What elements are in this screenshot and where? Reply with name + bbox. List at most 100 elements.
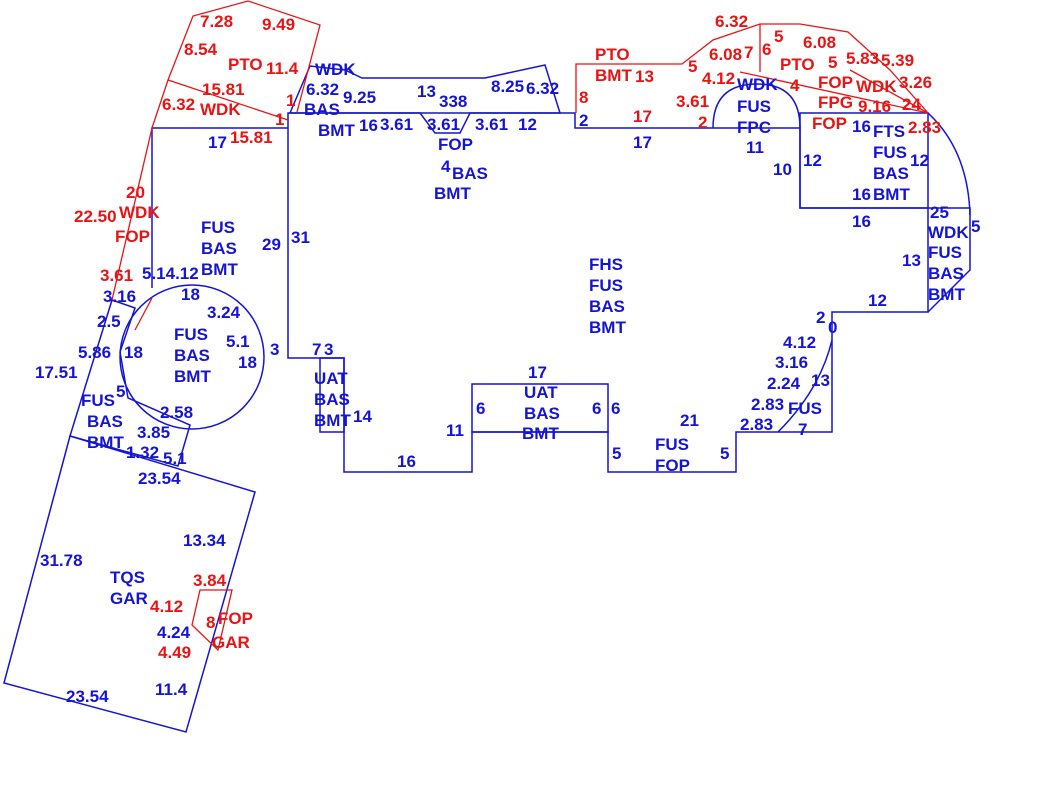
dimension-label-red: 20 <box>126 183 145 202</box>
dimension-label-red: 5 <box>688 57 697 76</box>
dimension-label-blue: 3.61 <box>427 115 460 134</box>
uat-room <box>471 383 609 433</box>
dimension-label-blue: 4.12 <box>783 333 816 352</box>
room-code-label-blue: BAS <box>928 264 964 283</box>
room-code-label-red: PTO <box>228 55 263 74</box>
dimension-label-blue: 11 <box>446 421 464 440</box>
round-room <box>119 284 265 430</box>
room-code-label-blue: FUS <box>201 218 235 237</box>
room-code-label-red: WDK <box>200 100 241 119</box>
dimension-label-red: 2 <box>698 113 707 132</box>
dimension-label-red: 11.4 <box>266 59 299 78</box>
dimension-label-blue: 338 <box>439 92 467 111</box>
dimension-label-blue: 16 <box>852 212 871 231</box>
room-code-label-blue: BMT <box>589 318 626 337</box>
room-code-label-blue: BMT <box>873 185 910 204</box>
fts-room <box>799 112 929 209</box>
room-code-label-blue: FHS <box>589 255 623 274</box>
room-code-label-red: FOP <box>115 227 150 246</box>
dimension-label-red: 9.49 <box>262 15 295 34</box>
dimension-label-red: 3.26 <box>899 73 932 92</box>
dimension-label-blue: 18 <box>238 353 257 372</box>
room-code-label-blue: WDK <box>315 60 356 79</box>
dimension-label-red: 6.32 <box>715 12 748 31</box>
dimension-label-blue: 5 <box>612 444 621 463</box>
dimension-label-red: 22.50 <box>74 207 117 226</box>
room-code-label-blue: FUS <box>174 325 208 344</box>
dimension-label-red: 1 <box>275 110 284 129</box>
main-building-outline <box>287 112 929 473</box>
room-code-label-blue: BAS <box>589 297 625 316</box>
room-code-label-blue: BMT <box>434 184 471 203</box>
dimension-label-blue: 2.24 <box>767 374 801 393</box>
building-outlines <box>3 64 971 733</box>
dimension-label-blue: 13 <box>417 82 436 101</box>
room-code-label-blue: FOP <box>655 456 690 475</box>
dimension-label-blue: 3.85 <box>137 423 170 442</box>
wdk-divider <box>167 79 289 121</box>
dimension-label-blue: 12 <box>910 151 929 170</box>
dimension-label-red: 6.08 <box>709 45 742 64</box>
room-code-label-red: FOP <box>218 609 253 628</box>
dimension-label-blue: 13.34 <box>183 531 226 550</box>
dimension-label-blue: 5.86 <box>78 343 111 362</box>
room-code-label-blue: BAS <box>314 390 350 409</box>
room-code-label-blue: BAS <box>304 100 340 119</box>
dimension-label-blue: 6.32 <box>526 79 559 98</box>
dimension-label-red: 8 <box>579 88 588 107</box>
room-code-label-blue: FUS <box>788 399 822 418</box>
fop-left-line-2 <box>134 297 153 331</box>
dimension-label-red: 4.12 <box>150 597 183 616</box>
dimension-label-red: 1 <box>286 91 295 110</box>
room-code-label-red: GAR <box>212 633 250 652</box>
room-code-label-red: PTO <box>780 55 815 74</box>
room-code-label-blue: BMT <box>318 121 355 140</box>
room-code-label-blue: BAS <box>201 239 237 258</box>
pto-right-divider-2 <box>739 71 929 114</box>
dimension-label-red: 24 <box>902 95 921 114</box>
dimension-label-blue: 2.83 <box>740 415 773 434</box>
dimension-label-blue: 6 <box>592 399 601 418</box>
dimension-label-blue: 17.51 <box>35 363 78 382</box>
dimension-label-red: 5 <box>774 27 783 46</box>
room-code-label-blue: BAS <box>87 412 123 431</box>
room-code-label-red: WDK <box>119 203 160 222</box>
dimension-label-red: 15.81 <box>202 80 245 99</box>
dimension-label-red: 3.61 <box>100 266 133 285</box>
dimension-label-blue: 9.25 <box>343 88 376 107</box>
dimension-label-blue: 14 <box>353 407 372 426</box>
dimension-label-blue: 7 <box>798 420 807 439</box>
dimension-label-red: 3.61 <box>676 92 709 111</box>
dimension-label-blue: 17 <box>633 133 652 152</box>
dimension-label-blue: 7 <box>312 340 321 359</box>
dimension-label-red: 4 <box>790 76 800 95</box>
dimension-label-blue: 11 <box>746 138 764 157</box>
dimension-label-blue: 13 <box>811 371 830 390</box>
dimension-label-blue: 3.61 <box>380 115 413 134</box>
dimension-label-blue: 4 <box>441 157 451 176</box>
dimension-label-blue: 29 <box>262 235 281 254</box>
room-code-label-blue: BMT <box>314 411 351 430</box>
garage <box>3 435 256 733</box>
room-code-label-blue: FTS <box>873 122 905 141</box>
dimension-label-blue: 10 <box>773 160 792 179</box>
room-code-label-red: FOP <box>818 73 853 92</box>
dimension-label-blue: 5.1 <box>226 332 250 351</box>
dimension-label-red: 13 <box>635 67 654 86</box>
dimension-label-red: 6.32 <box>162 95 195 114</box>
room-code-label-blue: BAS <box>452 164 488 183</box>
dimension-label-red: 3.84 <box>193 571 227 590</box>
dimension-label-blue: 23.54 <box>138 469 181 488</box>
dimension-label-red: 7.28 <box>200 12 233 31</box>
dimension-label-blue: 2 <box>816 308 825 327</box>
dimension-label-blue: 8.25 <box>491 77 524 96</box>
dimension-label-red: 15.81 <box>230 128 273 147</box>
dimension-label-blue: 11.4 <box>155 680 188 699</box>
dimension-label-blue: 3.61 <box>475 115 508 134</box>
room-code-label-blue: TQS <box>110 568 145 587</box>
room-code-label-red: FPG <box>818 93 853 112</box>
dimension-label-red: 5.83 <box>846 49 879 68</box>
dimension-label-blue: 3 <box>270 340 279 359</box>
dimension-label-blue: 12 <box>518 115 537 134</box>
